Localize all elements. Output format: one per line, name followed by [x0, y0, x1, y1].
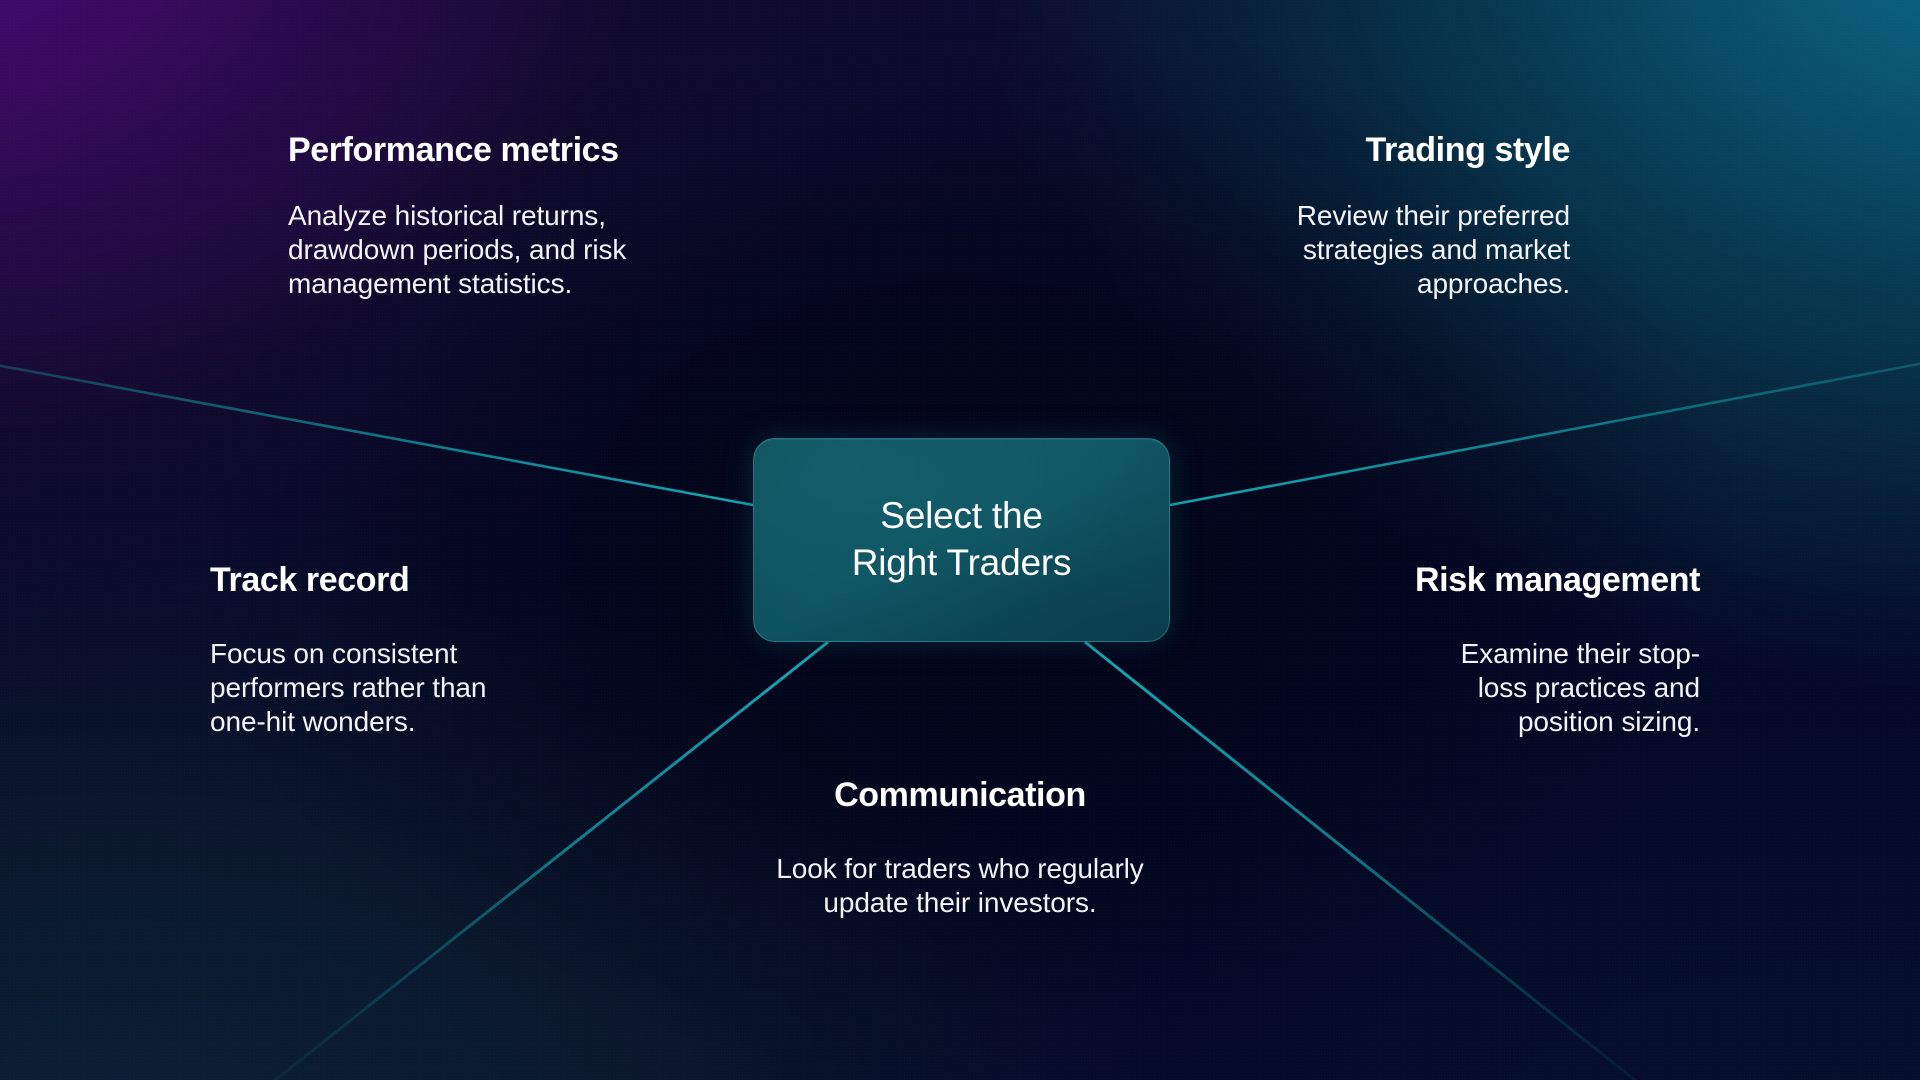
branch-risk-management[interactable]: Risk management Examine their stop- loss… [1260, 561, 1700, 740]
branch-body-communication: Look for traders who regularly update th… [776, 853, 1144, 919]
branch-title-communication: Communication [834, 776, 1086, 814]
branch-title-risk-management: Risk management [1415, 561, 1700, 599]
center-node-title: Select the Right Traders [851, 495, 1072, 583]
branch-trading-style[interactable]: Trading style Review their preferred str… [1100, 131, 1571, 302]
branch-body-risk-management: Examine their stop- loss practices and p… [1460, 638, 1700, 738]
branch-title-track-record: Track record [210, 561, 410, 599]
center-node[interactable]: Select the Right Traders [753, 438, 1170, 642]
branch-body-trading-style: Review their preferred strategies and ma… [1296, 200, 1570, 300]
branch-track-record[interactable]: Track record Focus on consistent perform… [210, 561, 640, 740]
branch-body-performance-metrics: Analyze historical returns, drawdown per… [288, 200, 627, 300]
branch-communication[interactable]: Communication Look for traders who regul… [660, 776, 1260, 920]
branch-performance-metrics[interactable]: Performance metrics Analyze historical r… [288, 131, 808, 302]
branch-title-performance-metrics: Performance metrics [288, 131, 619, 169]
branch-body-track-record: Focus on consistent performers rather th… [210, 638, 487, 738]
branch-title-trading-style: Trading style [1365, 131, 1570, 169]
